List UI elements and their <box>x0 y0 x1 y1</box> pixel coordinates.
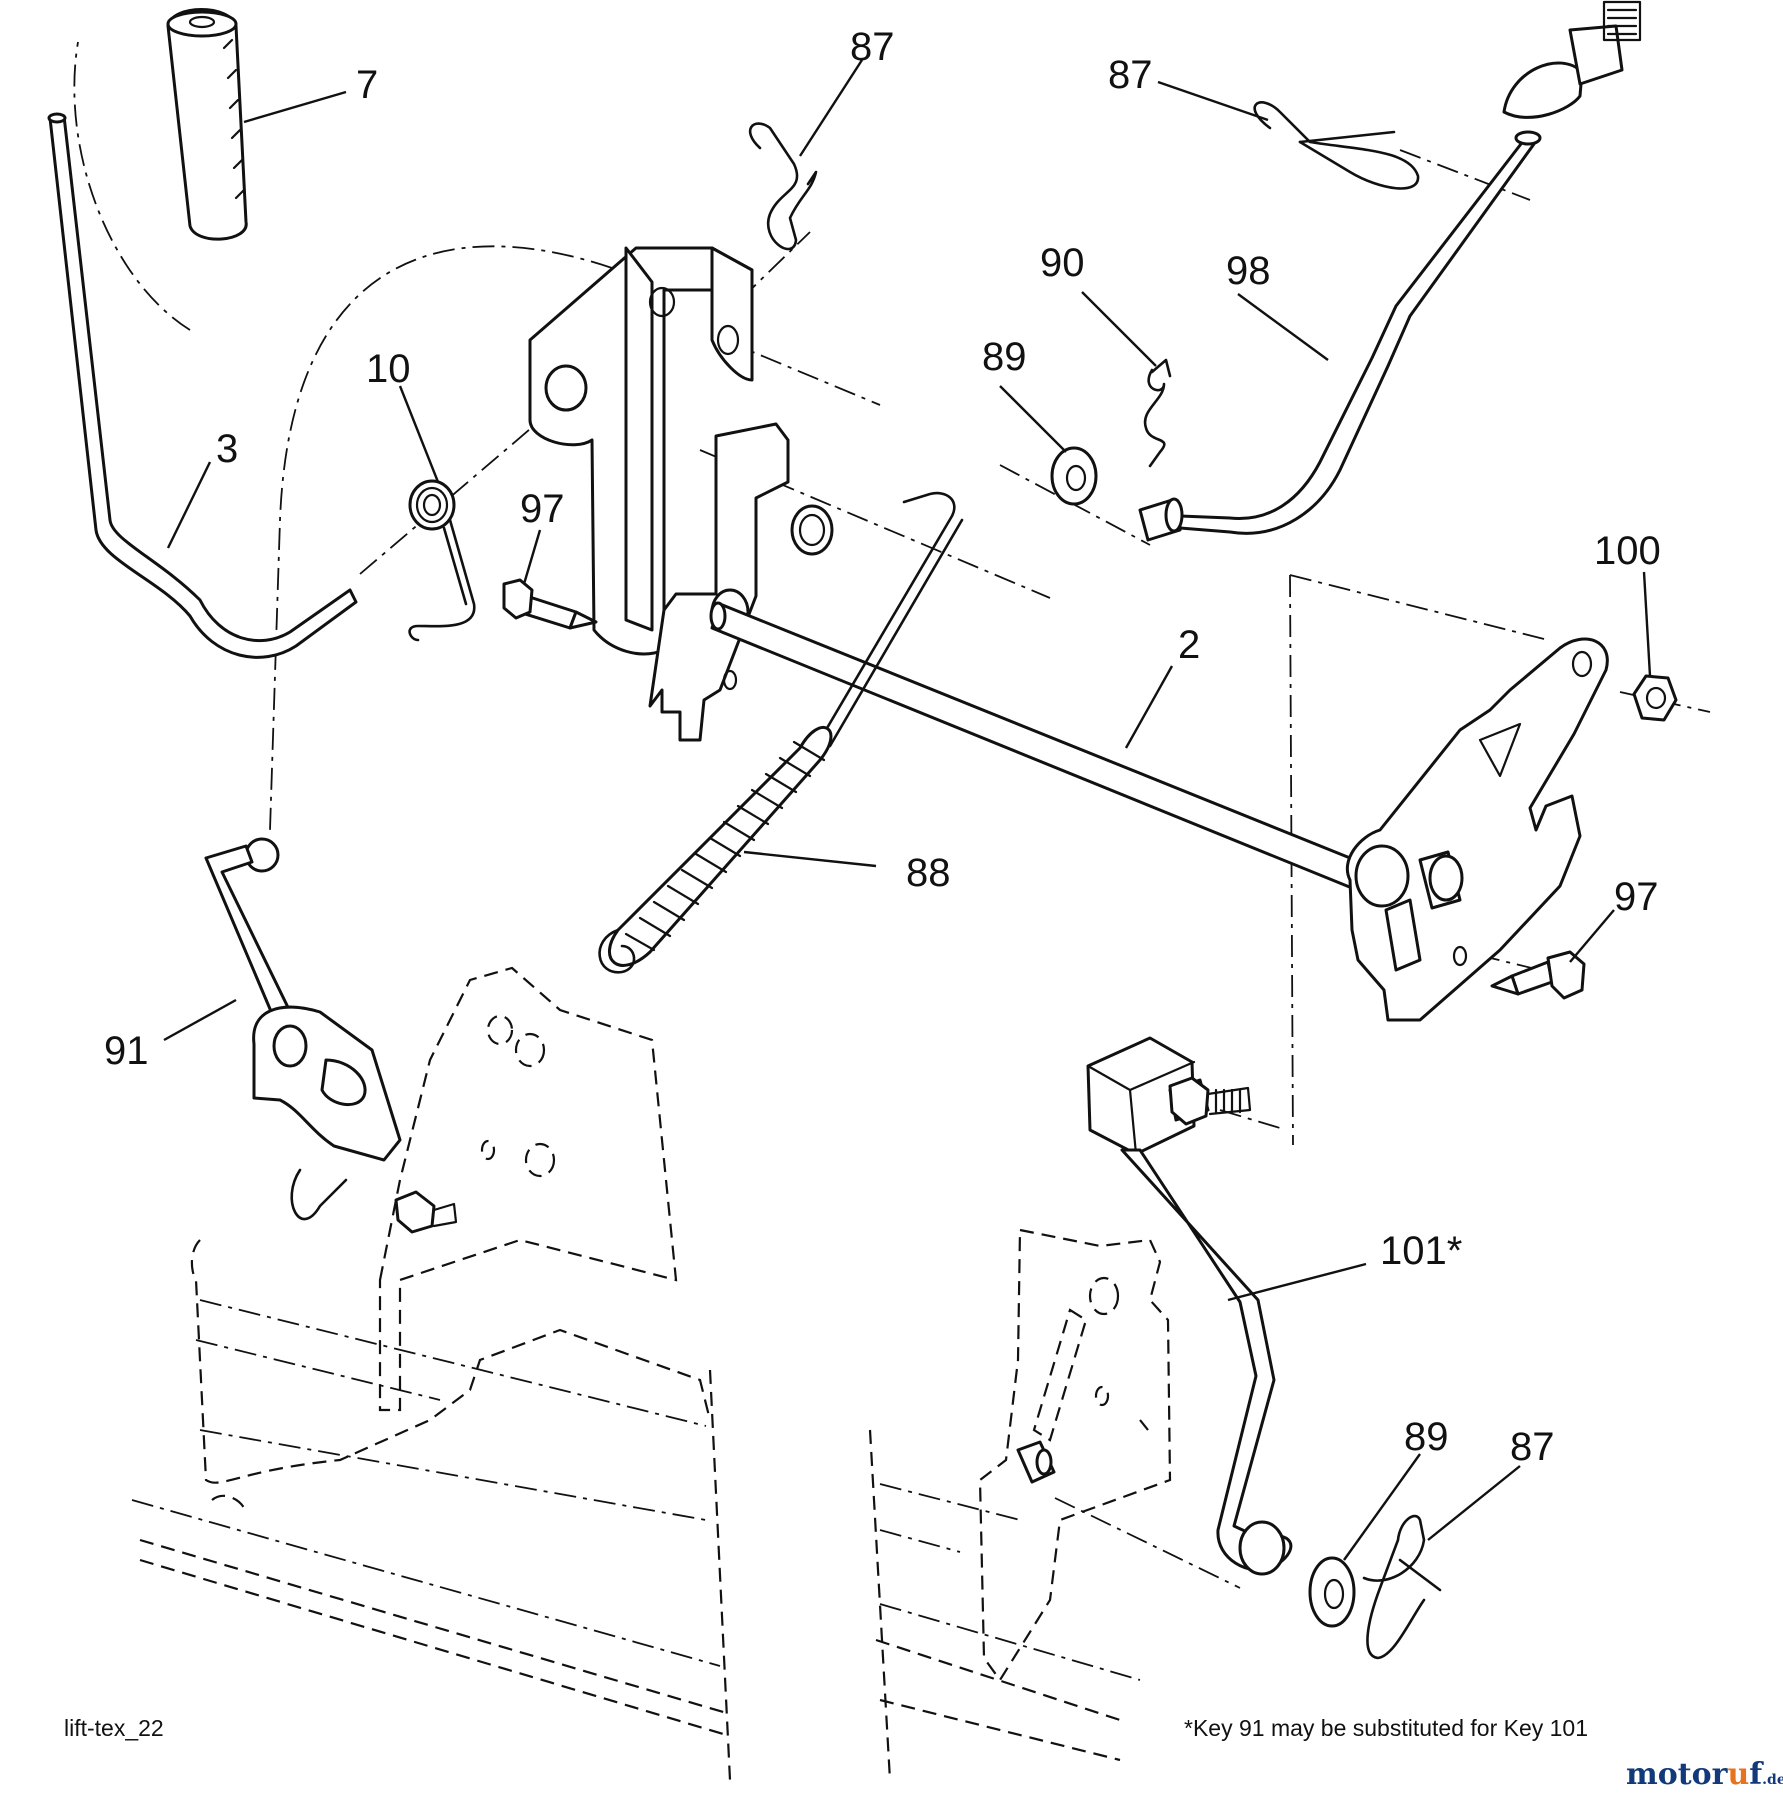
leader-lines <box>163 59 1652 1561</box>
washer-part-89-top <box>1050 446 1098 506</box>
callout-10: 10 <box>366 347 411 391</box>
callout-87-top: 87 <box>850 25 895 69</box>
extension-spring-part-88 <box>598 726 833 974</box>
callout-97-right: 97 <box>1614 875 1659 919</box>
callout-7: 7 <box>356 63 378 107</box>
bolt-part-97-right <box>1490 950 1586 1000</box>
drawing-id: lift-tex_22 <box>64 1715 164 1741</box>
torsion-spring-part-10 <box>408 479 476 642</box>
callout-98: 98 <box>1226 249 1271 293</box>
washer-part-89-bottom <box>1308 1556 1356 1628</box>
callout-87-bottom: 87 <box>1510 1425 1555 1469</box>
hairpin-clip-part-87-top <box>748 122 818 251</box>
hex-nut-part-100 <box>1632 674 1678 722</box>
pivot-bracket <box>528 246 754 656</box>
lift-handle-part-3 <box>47 112 358 659</box>
right-side-plate <box>868 1228 1172 1781</box>
callout-101: 101* <box>1380 1229 1462 1273</box>
hairpin-clip-part-87-upper-right <box>1253 101 1420 190</box>
footnote: *Key 91 may be substituted for Key 101 <box>1184 1715 1588 1741</box>
callout-3: 3 <box>216 427 238 471</box>
watermark-logo: motoruf.de <box>1626 1757 1783 1792</box>
callout-89-bottom: 89 <box>1404 1415 1449 1459</box>
callout-97-left: 97 <box>520 487 565 531</box>
callout-labels: 7 87 87 10 3 97 90 89 98 100 2 88 97 91 … <box>104 25 1661 1469</box>
shaft-yoke-plate <box>648 422 834 742</box>
lift-link-part-91 <box>204 837 458 1234</box>
callout-91: 91 <box>104 1029 149 1073</box>
lift-link-part-101 <box>1086 1036 1293 1576</box>
callout-87-upper-right: 87 <box>1108 53 1153 97</box>
bolt-part-97-left <box>502 578 598 630</box>
spring-clip-part-90 <box>1143 358 1172 468</box>
right-lift-plate <box>1345 637 1609 1022</box>
adjustment-rod-part-98 <box>1138 0 1642 542</box>
callout-88: 88 <box>906 851 951 895</box>
callout-89-top: 89 <box>982 335 1027 379</box>
hairpin-clip-part-87-bottom <box>1362 1514 1442 1660</box>
callout-100: 100 <box>1594 529 1661 573</box>
left-side-plate <box>131 966 732 1781</box>
callout-90: 90 <box>1040 241 1085 285</box>
handle-grip-part-7 <box>166 8 248 241</box>
spring-hook-wire <box>818 491 964 748</box>
callout-2: 2 <box>1178 623 1200 667</box>
